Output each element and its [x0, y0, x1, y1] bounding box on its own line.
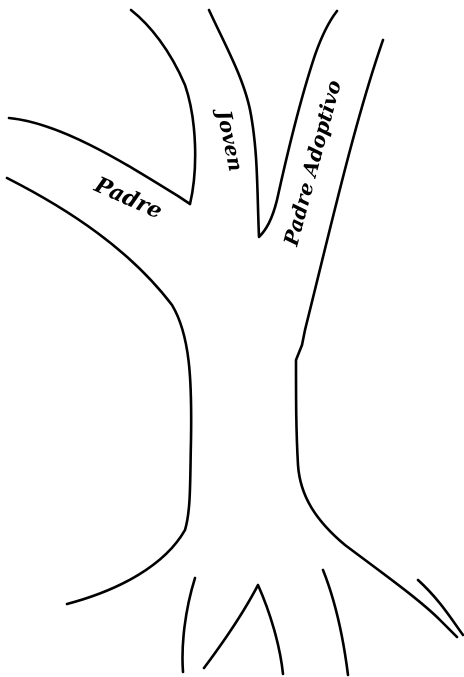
middle-root-left-outline [183, 578, 196, 672]
label-padre-adoptivo: Padre Adoptivo [278, 78, 346, 250]
right-root-outline [323, 570, 348, 675]
label-joven: Joven [211, 104, 248, 173]
label-padre: Padre [90, 171, 167, 224]
middle-root-right-outline [204, 585, 283, 674]
trunk-left-outline [7, 178, 191, 604]
